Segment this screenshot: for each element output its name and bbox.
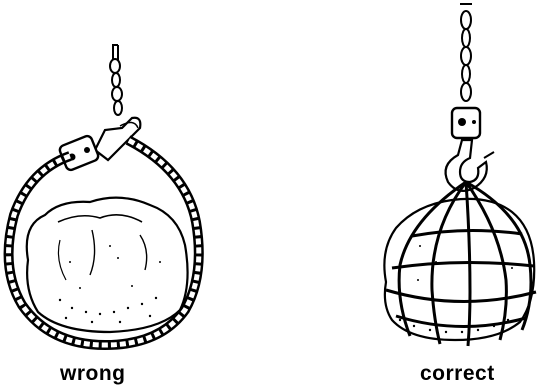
hanging-chain: [460, 4, 472, 101]
rock-load: [27, 198, 188, 332]
caption-wrong: wrong: [60, 362, 126, 386]
caption-correct: correct: [420, 362, 495, 386]
shackle-hook: [446, 108, 494, 191]
correct-sling-illustration: [384, 4, 536, 346]
hanging-chain: [110, 45, 122, 115]
wrong-sling-illustration: [9, 45, 199, 345]
